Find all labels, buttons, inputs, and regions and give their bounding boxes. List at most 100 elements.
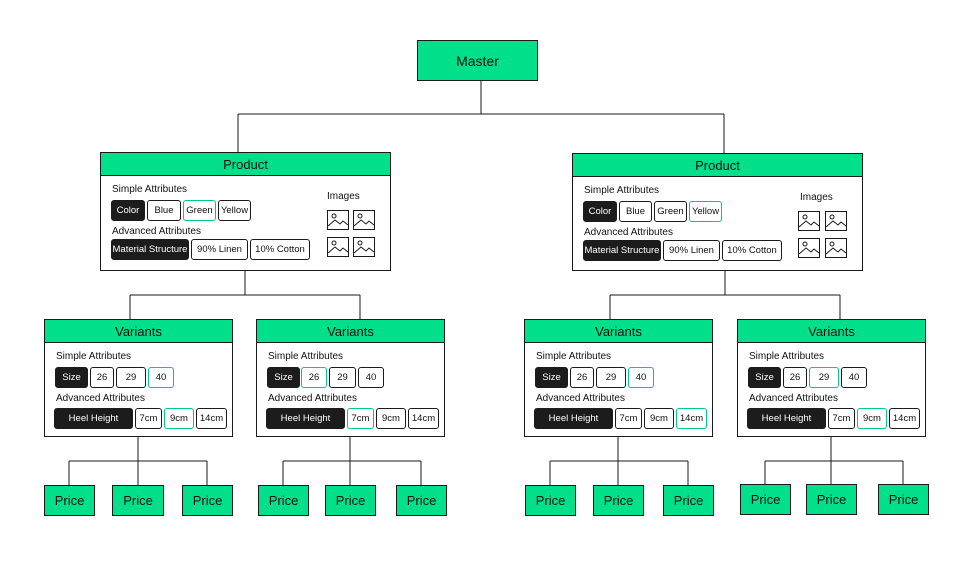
price-node[interactable]: Price xyxy=(525,485,576,516)
simple-attributes-label: Simple Attributes xyxy=(112,184,188,195)
color-option-yellow[interactable]: Yellow xyxy=(218,200,251,221)
material-option-linen[interactable]: 90% Linen xyxy=(663,240,720,261)
price-node[interactable]: Price xyxy=(112,485,164,516)
size-option-40[interactable]: 40 xyxy=(358,367,384,388)
advanced-attributes-label: Advanced Attributes xyxy=(536,393,625,404)
simple-attributes-label: Simple Attributes xyxy=(536,351,612,362)
color-option-blue[interactable]: Blue xyxy=(619,201,652,222)
heel-option-14cm[interactable]: 14cm xyxy=(889,408,920,429)
simple-attributes-label: Simple Attributes xyxy=(268,351,344,362)
price-label: Price xyxy=(335,493,366,508)
heel-height-chip[interactable]: Heel Height xyxy=(747,408,826,429)
size-option-29[interactable]: 29 xyxy=(596,367,626,388)
size-attribute-chip[interactable]: Size xyxy=(55,367,88,388)
price-node[interactable]: Price xyxy=(325,485,376,516)
image-placeholder-icon xyxy=(353,210,375,230)
image-placeholder-icon xyxy=(353,237,375,257)
size-attribute-chip[interactable]: Size xyxy=(748,367,781,388)
connector-variant3-prices xyxy=(549,437,689,485)
product-title: Product xyxy=(101,153,390,176)
heel-option-9cm[interactable]: 9cm xyxy=(857,408,887,429)
size-option-29[interactable]: 29 xyxy=(809,367,839,388)
color-option-blue[interactable]: Blue xyxy=(147,200,181,221)
heel-height-chip[interactable]: Heel Height xyxy=(534,408,613,429)
image-placeholder-icon xyxy=(798,238,820,258)
color-attribute-chip[interactable]: Color xyxy=(111,200,145,221)
material-structure-chip[interactable]: Material Structure xyxy=(111,239,189,260)
size-option-40[interactable]: 40 xyxy=(841,367,867,388)
heel-option-9cm[interactable]: 9cm xyxy=(644,408,674,429)
price-label: Price xyxy=(123,493,153,508)
simple-attributes-label: Simple Attributes xyxy=(56,351,132,362)
heel-height-chip[interactable]: Heel Height xyxy=(54,408,133,429)
price-label: Price xyxy=(750,492,781,507)
price-label: Price xyxy=(816,492,847,507)
material-option-cotton[interactable]: 10% Cotton xyxy=(250,239,310,260)
advanced-attributes-label: Advanced Attributes xyxy=(749,393,838,404)
heel-option-14cm[interactable]: 14cm xyxy=(408,408,439,429)
size-option-40[interactable]: 40 xyxy=(628,367,654,388)
size-attribute-chip[interactable]: Size xyxy=(535,367,568,388)
images-label: Images xyxy=(800,192,833,203)
price-node[interactable]: Price xyxy=(878,484,929,515)
price-node[interactable]: Price xyxy=(593,485,644,516)
connector-variant4-prices xyxy=(764,437,904,484)
heel-option-7cm[interactable]: 7cm xyxy=(135,408,162,429)
heel-option-7cm[interactable]: 7cm xyxy=(615,408,642,429)
simple-attributes-label: Simple Attributes xyxy=(584,185,660,196)
images-label: Images xyxy=(327,191,360,202)
image-placeholder-icon xyxy=(825,211,847,231)
price-node[interactable]: Price xyxy=(258,485,309,516)
heel-height-chip[interactable]: Heel Height xyxy=(266,408,345,429)
simple-attributes-label: Simple Attributes xyxy=(749,351,825,362)
color-option-yellow[interactable]: Yellow xyxy=(689,201,722,222)
heel-option-7cm[interactable]: 7cm xyxy=(828,408,855,429)
price-node[interactable]: Price xyxy=(182,485,233,516)
size-option-26[interactable]: 26 xyxy=(301,367,327,388)
size-option-26[interactable]: 26 xyxy=(90,367,114,388)
price-node[interactable]: Price xyxy=(44,485,95,516)
size-option-29[interactable]: 29 xyxy=(329,367,356,388)
price-label: Price xyxy=(888,492,919,507)
image-placeholder-icon xyxy=(825,238,847,258)
price-node[interactable]: Price xyxy=(396,485,447,516)
variant-title: Variants xyxy=(45,320,232,343)
size-option-40[interactable]: 40 xyxy=(148,367,174,388)
price-label: Price xyxy=(603,493,634,508)
price-label: Price xyxy=(268,493,299,508)
price-label: Price xyxy=(192,493,223,508)
price-label: Price xyxy=(54,493,85,508)
image-placeholder-icon xyxy=(798,211,820,231)
product-title: Product xyxy=(573,154,862,177)
price-node[interactable]: Price xyxy=(806,484,857,515)
variant-title: Variants xyxy=(525,320,712,343)
size-attribute-chip[interactable]: Size xyxy=(267,367,300,388)
price-node[interactable]: Price xyxy=(663,485,714,516)
color-attribute-chip[interactable]: Color xyxy=(583,201,617,222)
master-node[interactable]: Master xyxy=(417,40,538,81)
image-placeholder-icon xyxy=(327,237,349,257)
price-label: Price xyxy=(673,493,704,508)
connector-master-products xyxy=(237,80,725,154)
material-option-cotton[interactable]: 10% Cotton xyxy=(722,240,782,261)
heel-option-7cm[interactable]: 7cm xyxy=(347,408,374,429)
color-option-green[interactable]: Green xyxy=(183,200,216,221)
size-option-29[interactable]: 29 xyxy=(116,367,146,388)
heel-option-9cm[interactable]: 9cm xyxy=(376,408,406,429)
connector-product2-variants xyxy=(609,270,841,320)
heel-option-14cm[interactable]: 14cm xyxy=(676,408,707,429)
heel-option-9cm[interactable]: 9cm xyxy=(164,408,194,429)
material-structure-chip[interactable]: Material Structure xyxy=(583,240,661,261)
heel-option-14cm[interactable]: 14cm xyxy=(196,408,227,429)
size-option-26[interactable]: 26 xyxy=(570,367,594,388)
color-option-green[interactable]: Green xyxy=(654,201,687,222)
variant-title: Variants xyxy=(257,320,444,343)
size-option-26[interactable]: 26 xyxy=(783,367,807,388)
connector-product1-variants xyxy=(129,270,361,320)
material-option-linen[interactable]: 90% Linen xyxy=(191,239,248,260)
price-node[interactable]: Price xyxy=(740,484,791,515)
advanced-attributes-label: Advanced Attributes xyxy=(112,226,201,237)
connector-variant1-prices xyxy=(68,437,208,485)
advanced-attributes-label: Advanced Attributes xyxy=(56,393,145,404)
